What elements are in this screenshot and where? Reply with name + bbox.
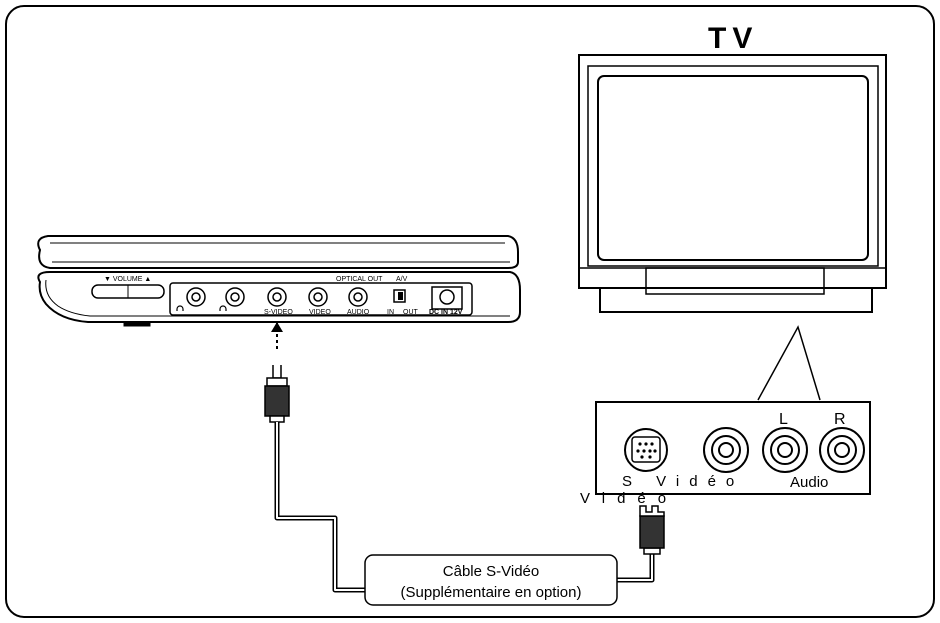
tv-bezel xyxy=(587,65,879,267)
tv-front-panel xyxy=(645,267,825,295)
svideo-port-label: S-VIDEO xyxy=(264,309,293,316)
out-label: OUT xyxy=(403,309,419,316)
tv-audio-left-jack xyxy=(762,427,808,473)
audio-left-label: L xyxy=(779,411,788,428)
volume-label: ▼ VOLUME ▲ xyxy=(104,276,151,283)
player-audio-port xyxy=(348,287,368,307)
in-label: IN xyxy=(387,309,394,316)
tv-video-jack xyxy=(703,427,749,473)
player-svideo-port xyxy=(267,287,287,307)
headphone-jack-1 xyxy=(176,287,206,311)
headphone-icon xyxy=(219,305,227,311)
tv-jack-panel: L R S Vidéo Audio Vidéo xyxy=(580,401,871,507)
svideo-label: S Vidéo xyxy=(622,473,744,490)
av-label: A/V xyxy=(396,276,408,283)
svideo-cable: Câble S-Vidéo (Supplémentaire en option) xyxy=(264,322,665,606)
audio-port-label: AUDIO xyxy=(347,309,370,316)
cable-caption-box xyxy=(364,554,618,606)
player-video-port xyxy=(308,287,328,307)
dc-in-label: DC IN 12V xyxy=(429,309,463,316)
audio-label: Audio xyxy=(790,474,828,491)
tv-stand xyxy=(599,288,873,313)
cable-plug-right xyxy=(639,515,665,549)
tv-set: TV xyxy=(578,22,887,313)
dvd-player: ▼ VOLUME ▲ OPTICAL OUT xyxy=(37,235,521,327)
video-label: Vidéo xyxy=(580,490,678,507)
tv-audio-right-jack xyxy=(819,427,865,473)
optical-out-label: OPTICAL OUT xyxy=(336,276,383,283)
tv-screen xyxy=(597,75,869,261)
tv-cabinet xyxy=(578,54,887,289)
callout-pointer xyxy=(757,325,821,401)
video-port-label: VIDEO xyxy=(309,309,331,316)
audio-right-label: R xyxy=(834,411,846,428)
outer-frame xyxy=(5,5,935,618)
tv-label: TV xyxy=(708,22,758,55)
cable-caption-line2: (Supplémentaire en option) xyxy=(401,584,582,601)
headphone-jack-2 xyxy=(219,287,245,311)
cable-plug-left xyxy=(264,385,290,417)
tv-svideo-jack xyxy=(624,428,668,472)
cable-caption-line1: Câble S-Vidéo xyxy=(443,563,539,580)
headphone-icon xyxy=(176,305,184,311)
